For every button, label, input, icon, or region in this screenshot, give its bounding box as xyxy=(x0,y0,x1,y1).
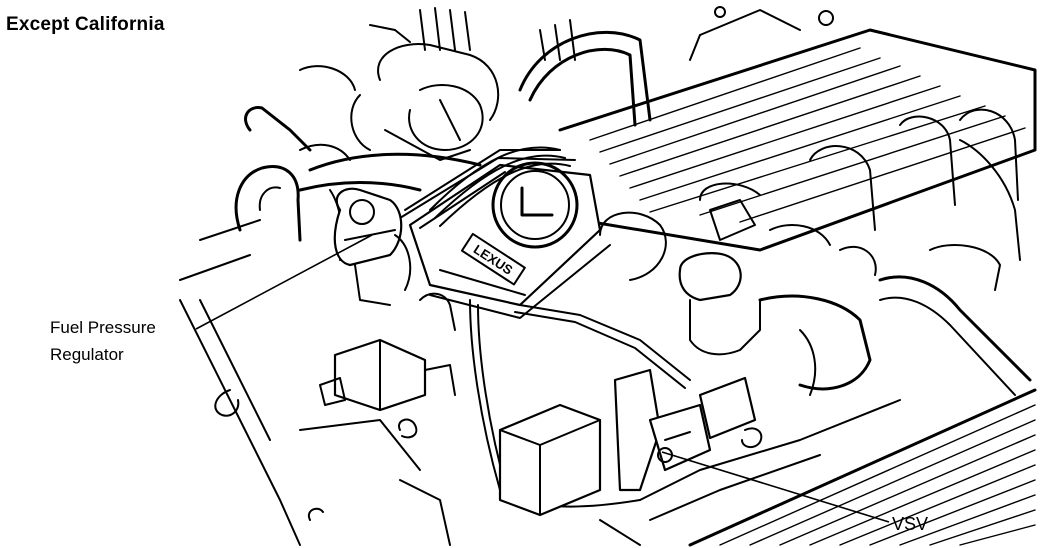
vsv-assembly xyxy=(498,368,763,517)
leader-line-vsv xyxy=(661,451,890,523)
wiring-harness xyxy=(429,146,691,508)
diagram-title: Except California xyxy=(6,14,165,35)
lower-chassis xyxy=(179,299,641,546)
label-fuel-pressure-regulator-line2: Regulator xyxy=(50,345,124,364)
left-solenoid xyxy=(179,219,456,441)
label-vsv: VSV xyxy=(892,514,929,534)
intake-manifold xyxy=(558,6,1037,281)
throttle-body xyxy=(299,7,652,161)
right-components xyxy=(678,139,1032,396)
label-fuel-pressure-regulator-line1: Fuel Pressure xyxy=(50,318,156,337)
lower-intake xyxy=(639,388,1037,547)
plenum-cover: LEXUS xyxy=(399,149,611,319)
leader-line-fuel-pressure-regulator xyxy=(195,234,373,330)
